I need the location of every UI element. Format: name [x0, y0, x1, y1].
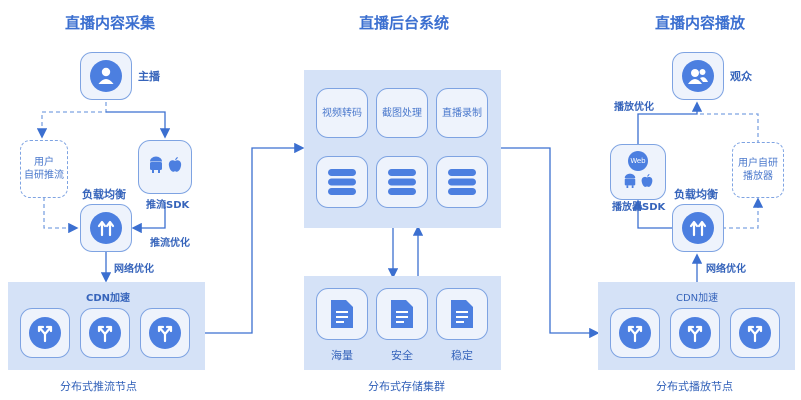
play-cdn-label: CDN加速 — [676, 293, 719, 304]
play-lb-card[interactable] — [672, 204, 724, 252]
play-net-opt-label: 网络优化 — [706, 264, 746, 275]
transcode-card[interactable]: 视频转码 — [316, 88, 368, 138]
db-card-2 — [376, 156, 428, 208]
sdk-to-lb-line — [131, 202, 166, 234]
play-node-1[interactable] — [610, 308, 660, 358]
android-icon — [623, 173, 637, 193]
screenshot-card[interactable]: 截图处理 — [376, 88, 428, 138]
sdk-to-viewer-line — [637, 101, 703, 144]
play-lb-label: 负载均衡 — [674, 188, 718, 201]
users-icon — [682, 60, 714, 92]
load-balance-icon — [90, 212, 122, 244]
document-icon — [451, 300, 473, 328]
host-card[interactable] — [80, 52, 132, 100]
viewer-card[interactable] — [672, 52, 724, 100]
storage-label-stable: 稳定 — [451, 349, 473, 362]
play-node-2[interactable] — [670, 308, 720, 358]
android-icon — [148, 156, 164, 178]
storage-label-secure: 安全 — [391, 349, 413, 362]
branch-icon — [619, 317, 651, 349]
storage-label-massive: 海量 — [331, 349, 353, 362]
backend-title: 直播后台系统 — [358, 14, 449, 32]
storage-card-1[interactable] — [316, 288, 368, 340]
push-node-2[interactable] — [80, 308, 130, 358]
play-title: 直播内容播放 — [654, 14, 745, 32]
db-card-3 — [436, 156, 488, 208]
database-icon — [328, 169, 356, 195]
storage-card-3[interactable] — [436, 288, 488, 340]
lb-to-self-player-line — [722, 197, 764, 229]
backend-to-play-line — [501, 147, 600, 339]
apple-icon — [167, 156, 183, 178]
cdn-to-backend-line — [205, 142, 305, 334]
push-sdk-label: 推流SDK — [146, 200, 190, 211]
load-balance-icon — [682, 212, 714, 244]
apple-icon — [640, 173, 654, 193]
branch-icon — [739, 317, 771, 349]
self-player-to-viewer-line — [697, 113, 759, 144]
document-icon — [391, 300, 413, 328]
selfpush-to-lb-line — [43, 197, 79, 234]
user-icon — [90, 60, 122, 92]
database-icon — [388, 169, 416, 195]
record-card[interactable]: 直播录制 — [436, 88, 488, 138]
push-sdk-card[interactable] — [138, 140, 192, 194]
self-push-card[interactable]: 用户 自研推流 — [20, 140, 68, 198]
collect-footer: 分布式推流节点 — [60, 380, 137, 393]
push-opt-label: 推流优化 — [150, 238, 190, 249]
play-footer: 分布式播放节点 — [656, 380, 733, 393]
branch-icon — [149, 317, 181, 349]
push-node-1[interactable] — [20, 308, 70, 358]
host-label: 主播 — [138, 70, 160, 83]
collect-net-opt-label: 网络优化 — [114, 264, 154, 275]
self-player-card[interactable]: 用户自研 播放器 — [732, 142, 784, 198]
database-icon — [448, 169, 476, 195]
host-to-selfpush-line — [36, 102, 107, 139]
db-card-1 — [316, 156, 368, 208]
play-opt-label: 播放优化 — [614, 102, 654, 113]
storage-card-2[interactable] — [376, 288, 428, 340]
player-sdk-card[interactable]: Web — [610, 144, 666, 200]
collect-lb-card[interactable] — [80, 204, 132, 252]
collect-lb-label: 负载均衡 — [82, 188, 126, 201]
play-node-3[interactable] — [730, 308, 780, 358]
backend-footer: 分布式存储集群 — [368, 380, 445, 393]
branch-icon — [29, 317, 61, 349]
document-icon — [331, 300, 353, 328]
collect-cdn-label: CDN加速 — [86, 293, 131, 304]
lb-to-player-sdk-line — [632, 199, 672, 229]
host-to-sdk-line — [106, 111, 171, 139]
player-sdk-label: 播放器SDK — [612, 202, 666, 213]
collect-title: 直播内容采集 — [64, 14, 155, 32]
push-node-3[interactable] — [140, 308, 190, 358]
branch-icon — [89, 317, 121, 349]
branch-icon — [679, 317, 711, 349]
viewer-label: 观众 — [730, 70, 752, 83]
web-icon: Web — [628, 151, 648, 171]
